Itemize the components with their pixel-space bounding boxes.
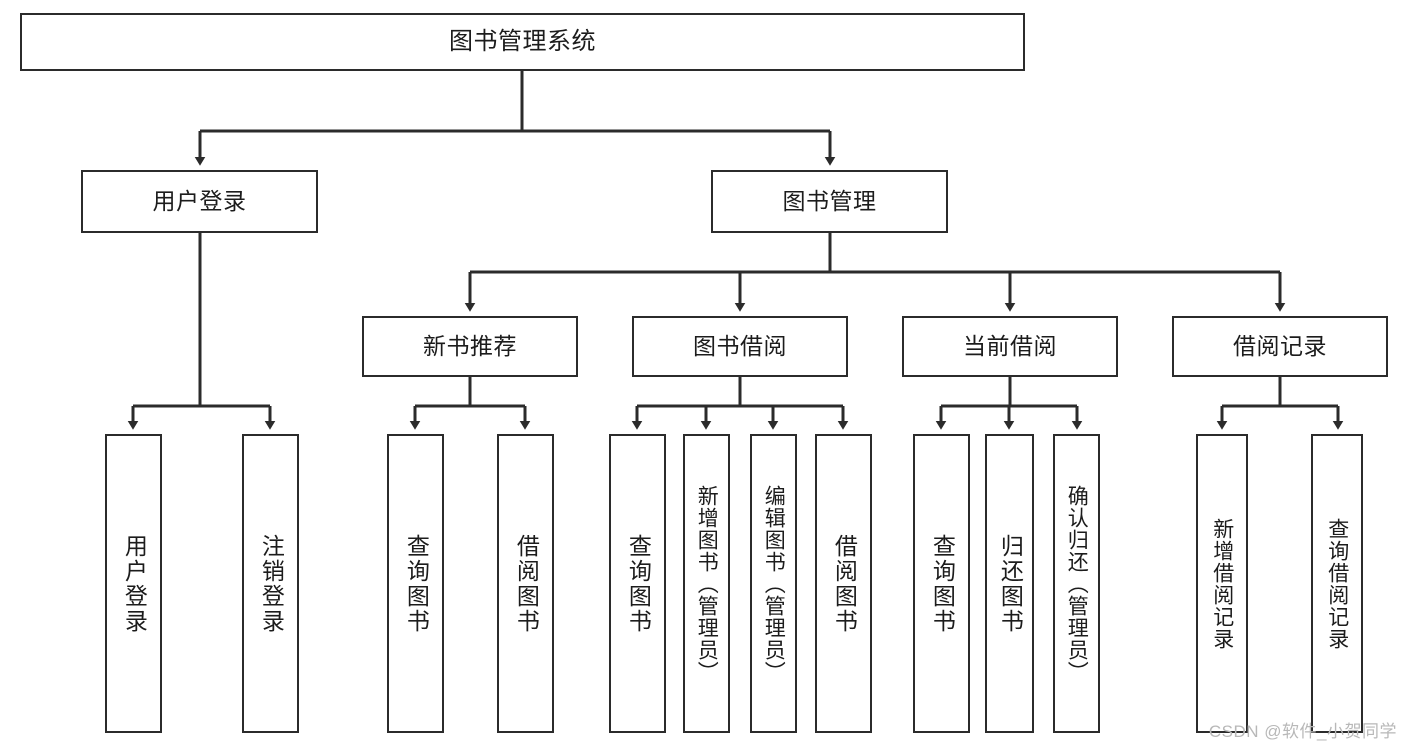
node-label: 新增图书（管理员） (695, 484, 719, 683)
node-label: 归还图书 (997, 533, 1024, 634)
node-user-login[interactable]: 用户登录 (81, 170, 318, 233)
leaf-add-book-admin[interactable]: 新增图书（管理员） (683, 434, 730, 733)
leaf-add-borrow-record[interactable]: 新增借阅记录 (1196, 434, 1248, 733)
node-root-book-management-system[interactable]: 图书管理系统 (20, 13, 1025, 71)
node-label: 借阅图书 (831, 533, 858, 634)
leaf-edit-book-admin[interactable]: 编辑图书（管理员） (750, 434, 797, 733)
leaf-borrow-book[interactable]: 借阅图书 (815, 434, 872, 733)
node-current-borrow[interactable]: 当前借阅 (902, 316, 1118, 377)
node-label: 借阅记录 (1233, 333, 1327, 359)
leaf-user-login[interactable]: 用户登录 (105, 434, 162, 733)
node-label: 当前借阅 (963, 333, 1057, 359)
node-label: 新书推荐 (423, 333, 517, 359)
leaf-return-book[interactable]: 归还图书 (985, 434, 1034, 733)
csdn-watermark: CSDN @软件_小贺同学 (1208, 722, 1397, 741)
node-label: 查询图书 (929, 533, 956, 634)
node-label: 注销登录 (258, 533, 285, 634)
node-label: 图书管理系统 (449, 28, 596, 55)
leaf-query-book-current[interactable]: 查询图书 (913, 434, 970, 733)
node-label: 查询图书 (403, 533, 430, 634)
node-book-management[interactable]: 图书管理 (711, 170, 948, 233)
leaf-query-borrow-record[interactable]: 查询借阅记录 (1311, 434, 1363, 733)
node-label: 查询借阅记录 (1325, 517, 1349, 650)
node-label: 用户登录 (121, 533, 148, 634)
node-label: 图书管理 (782, 188, 877, 214)
leaf-query-book-borrow[interactable]: 查询图书 (609, 434, 666, 733)
leaf-borrow-book-recommend[interactable]: 借阅图书 (497, 434, 554, 733)
node-label: 借阅图书 (513, 533, 540, 634)
node-book-borrow[interactable]: 图书借阅 (632, 316, 848, 377)
node-label: 用户登录 (152, 188, 247, 214)
node-label: 查询图书 (625, 533, 652, 634)
node-label: 图书借阅 (693, 333, 787, 359)
node-label: 新增借阅记录 (1210, 517, 1234, 650)
node-new-book-recommend[interactable]: 新书推荐 (362, 316, 578, 377)
node-label: 确认归还（管理员） (1065, 484, 1089, 683)
node-borrow-record[interactable]: 借阅记录 (1172, 316, 1388, 377)
leaf-confirm-return-admin[interactable]: 确认归还（管理员） (1053, 434, 1100, 733)
leaf-query-book-recommend[interactable]: 查询图书 (387, 434, 444, 733)
node-label: 编辑图书（管理员） (762, 484, 786, 683)
leaf-logout-login[interactable]: 注销登录 (242, 434, 299, 733)
